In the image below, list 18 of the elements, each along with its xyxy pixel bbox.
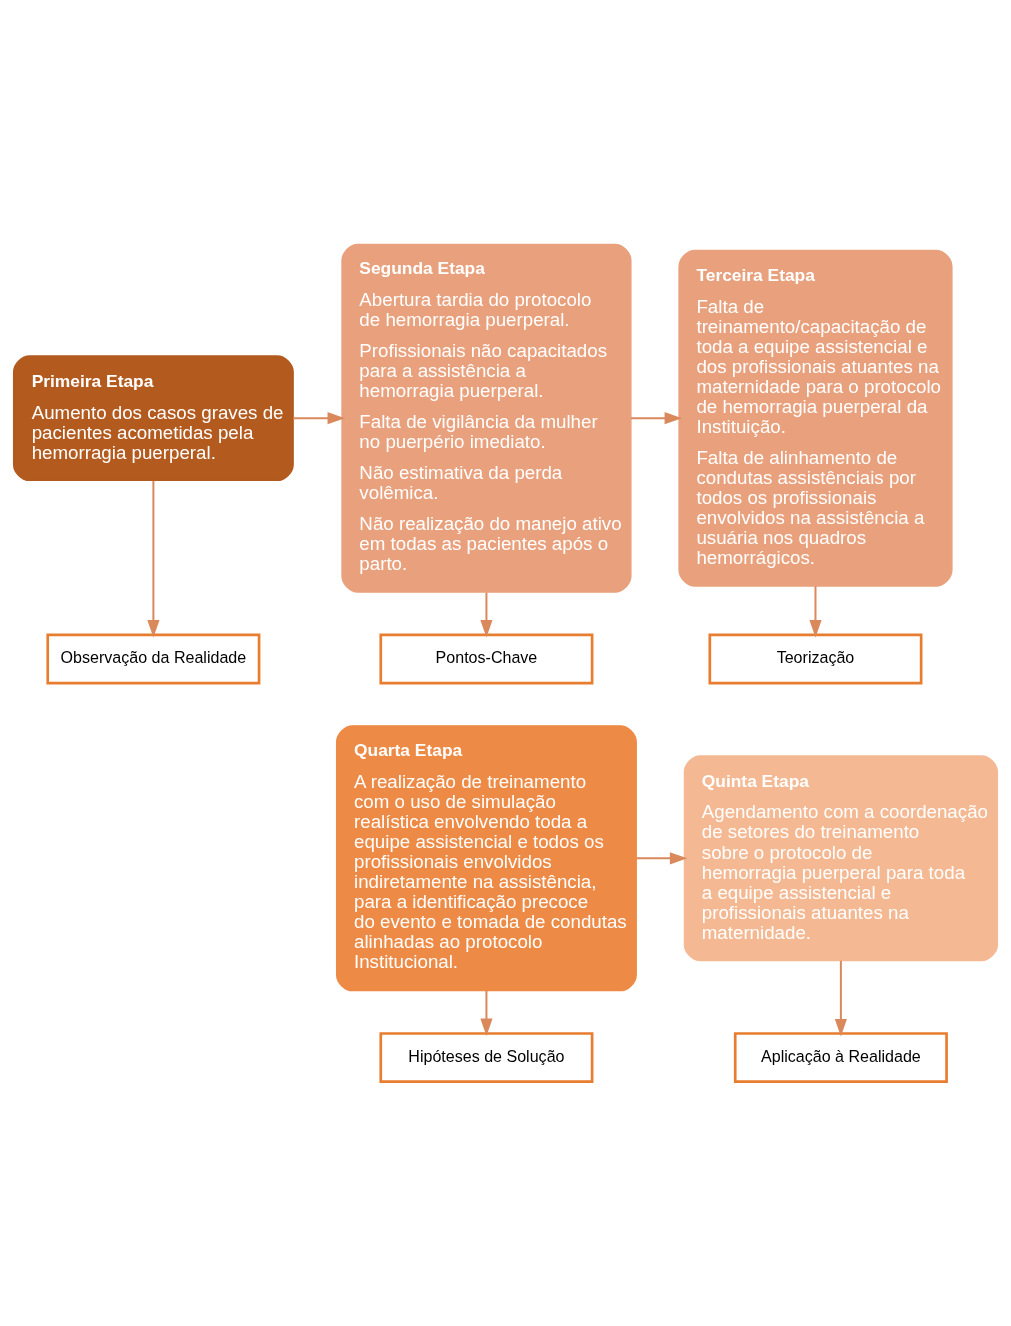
- node-box: Primeira Etapa Aumento dos casos graves de pacientes acometidas pela hemorragia puerperal.: [12, 355, 294, 482]
- arrow: [834, 960, 847, 1037]
- node-box: Terceira Etapa Falta de treinamento/capacitação de toda a equipe assistencial e dos profissionais atuantes na maternidade para o protocolo de hemorragia puerperal da Instituição. Falta de alinhamento de condutas assistênciais por todos os profissionais envolvidos na assistência a usuária nos quadros hemorrágicos.: [678, 249, 953, 587]
- node-box: Aplicação à Realidade: [733, 1032, 948, 1083]
- node-box: Hipóteses de Solução: [379, 1032, 594, 1083]
- node-box: Quinta Etapa Agendamento com a coordenação de setores do treinamento sobre o protocolo de hemorragia puerperal para toda a equipe assistencial e profissionais atuantes na maternidade.: [683, 755, 999, 962]
- node-box: Pontos-Chave: [379, 633, 594, 685]
- node-box: Observação da Realidade: [46, 633, 261, 685]
- arrow: [631, 412, 682, 425]
- arrow: [480, 990, 493, 1037]
- arrow: [809, 586, 822, 638]
- node-box: Segunda Etapa Abertura tardia do protocolo de hemorragia puerperal. Profissionais não capacitados para a assistência a hemorragia puerperal. Falta de vigilância da mulher no puerpério imediato. Não estimativa da perda volêmica. Não realização do manejo ativo em todas as pacientes após o parto.: [341, 243, 632, 593]
- arrow: [147, 480, 160, 638]
- arrow: [636, 852, 688, 865]
- arrow: [480, 592, 493, 638]
- arrow: [293, 412, 345, 425]
- node-box: Quarta Etapa A realização de treinamento com o uso de simulação realística envolvendo toda a equipe assistencial e todos os profissionais envolvidos indiretamente na assistência, para a identificação precoce do evento e tomada de condutas alinhadas ao protocolo Institucional.: [335, 725, 637, 992]
- node-box: Teorização: [708, 633, 923, 685]
